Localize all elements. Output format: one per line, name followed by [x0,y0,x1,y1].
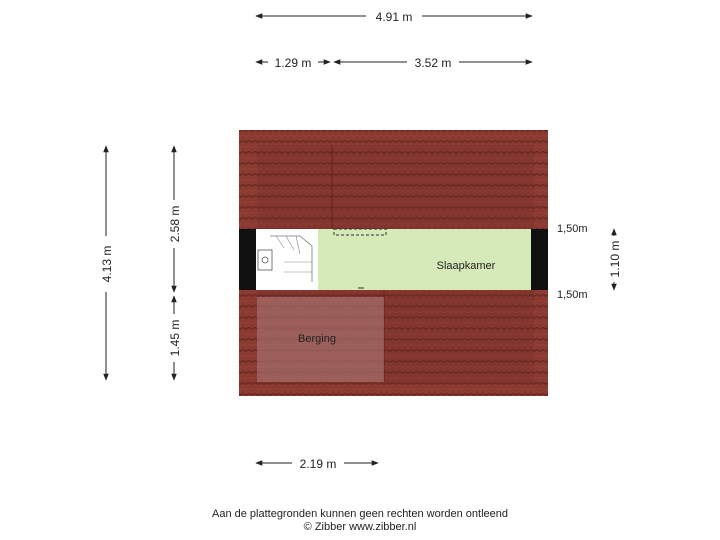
boiler-knob [261,256,269,264]
footer-copyright: © Zibber www.zibber.nl [303,521,417,533]
stair-step-3 [295,235,301,255]
height-label-upper: 1,50m [557,223,588,235]
height-label-lower: 1,50m [557,289,588,301]
dim-bg-left-total [98,236,114,292]
dim-right-height: 1.10 m [608,241,622,278]
roof-upper-inner [257,145,534,229]
dim-bottom-width: 2.19 m [300,457,337,471]
wall-left [239,229,256,290]
storage-area [257,297,384,382]
stair-step-2 [285,235,295,251]
dim-bg-top-right [407,54,459,70]
stair-lines [270,235,313,282]
dim-bg-left-upper [166,200,182,248]
dim-left-upper: 2.58 m [168,206,182,243]
dim-bg-bottom-width [292,455,344,471]
footer-disclaimer: Aan de plattegronden kunnen geen rechten… [211,508,508,520]
dim-top-total: 4.91 m [376,10,413,24]
dim-top-left: 1.29 m [275,56,312,70]
dim-bg-left-lower [166,314,182,362]
dim-left-lower: 1.45 m [168,320,182,357]
bedroom-area [318,229,531,290]
dim-top-right: 3.52 m [415,56,452,70]
dim-bg-top-left [268,54,318,70]
storage-label: Berging [298,333,336,345]
roof-upper [239,130,548,229]
wall-right [531,229,548,290]
boiler-unit [257,249,273,271]
stair-step-1 [275,235,285,249]
dim-left-total: 4.13 m [100,246,114,283]
dim-bg-right-height [606,236,622,282]
skylight [333,228,387,236]
dim-bg-top-total [366,8,422,24]
bedroom-label: Slaapkamer [437,260,496,272]
